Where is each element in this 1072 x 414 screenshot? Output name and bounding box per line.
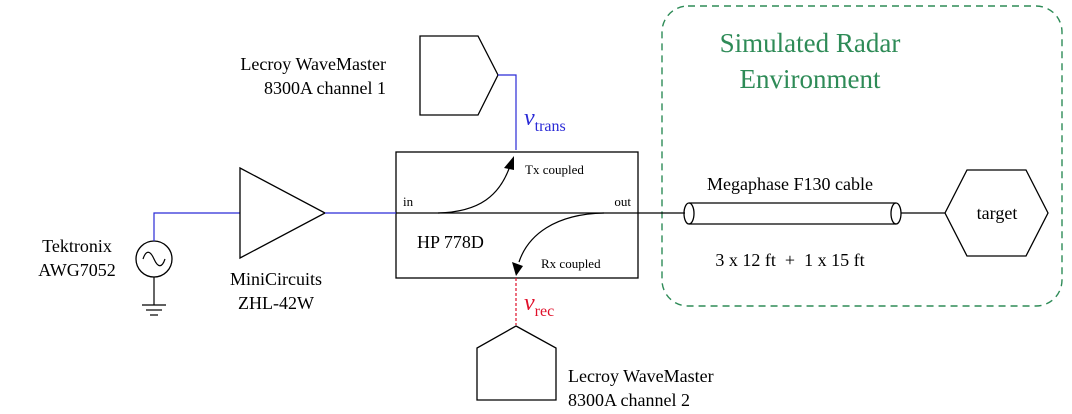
amplifier-icon (239, 166, 327, 260)
scope-channel-1-icon (419, 35, 499, 116)
v-rec-label: vrec (524, 290, 554, 320)
coupler-box (395, 151, 639, 279)
ground-symbol-icon (142, 304, 166, 316)
environment-title-line2: Environment (740, 64, 881, 94)
coupler-name: HP 778D (417, 232, 484, 252)
amplifier-label-line1: MiniCircuits (230, 269, 322, 289)
target-icon (944, 169, 1049, 257)
v-trans-subscript: trans (535, 118, 566, 135)
tx-coupled-path (437, 165, 511, 214)
simulated-environment-boundary (661, 5, 1063, 307)
v-rec-symbol: v (524, 290, 535, 316)
coupler-rx-coupled-label: Rx coupled (541, 256, 601, 271)
scope-channel-2-label-line2: 8300A channel 2 (568, 390, 690, 410)
scope-channel-1-label-line2: 8300A channel 1 (264, 78, 386, 98)
scope-channel-2-label-line1: Lecroy WaveMaster (568, 366, 714, 386)
trans-probe-wire (498, 74, 517, 150)
rx-coupled-path (518, 212, 605, 263)
environment-title-line1: Simulated Radar (720, 28, 901, 58)
sine-wave-icon (142, 251, 166, 267)
source-label-line2: AWG7052 (38, 260, 116, 280)
coupler-tx-coupled-label: Tx coupled (525, 162, 584, 177)
scope-channel-1-label-line1: Lecroy WaveMaster (240, 54, 386, 74)
coupler-port-in: in (403, 194, 414, 209)
scope-channel-2-icon (476, 325, 557, 401)
amplifier-label-line2: ZHL-42W (238, 293, 314, 313)
source-to-amp-wire (153, 212, 240, 241)
cable-lengths: 3 x 12 ft + 1 x 15 ft (715, 250, 864, 270)
target-label: target (977, 203, 1018, 223)
v-rec-subscript: rec (535, 303, 555, 320)
rx-coupled-arrowhead (512, 262, 523, 276)
source-label-line1: Tektronix (42, 236, 112, 256)
v-trans-label: vtrans (524, 105, 566, 135)
cable-icon (683, 202, 902, 225)
coupler-port-out: out (614, 194, 631, 209)
cable-name: Megaphase F130 cable (707, 174, 873, 194)
tx-coupled-arrowhead (504, 156, 514, 170)
v-trans-symbol: v (524, 105, 535, 131)
